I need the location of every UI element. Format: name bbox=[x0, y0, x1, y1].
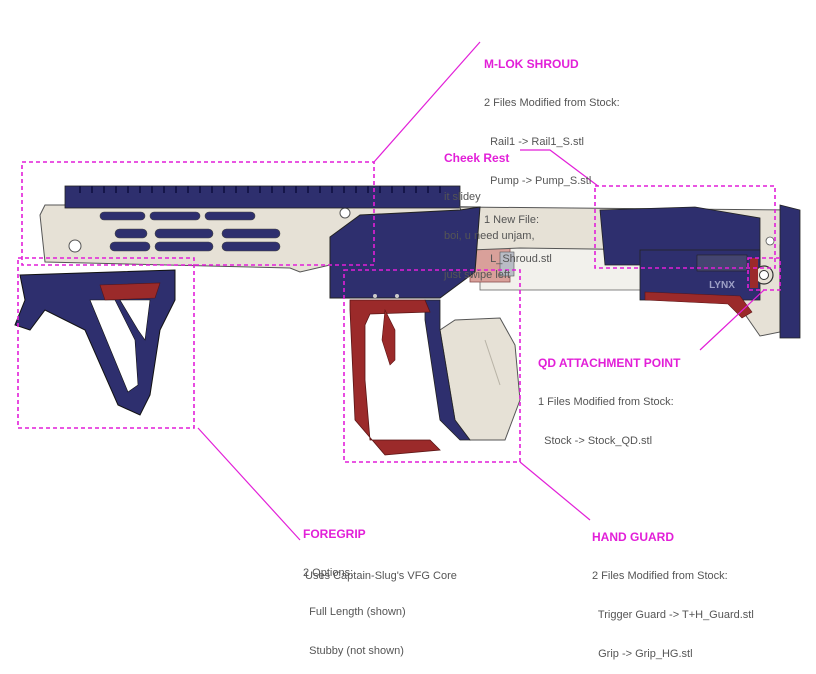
foregrip-leader-line bbox=[197, 427, 301, 541]
cheek-rest: LYNX bbox=[599, 206, 761, 301]
grip bbox=[424, 299, 521, 441]
qd-attachment-title: QD ATTACHMENT POINT bbox=[538, 356, 681, 370]
mlok-line: 2 Files Modified from Stock: bbox=[484, 97, 620, 109]
foregrip-line: 2 Options: bbox=[303, 567, 354, 579]
mlok-leader-line bbox=[373, 41, 481, 163]
receiver-pin bbox=[68, 239, 82, 253]
qd-attachment-note: QD ATTACHMENT POINT 1 Files Modified fro… bbox=[538, 330, 680, 461]
mlok-slots bbox=[99, 211, 281, 252]
mlok-callout-box bbox=[21, 161, 375, 266]
cheek-leader-line bbox=[520, 149, 599, 187]
foregrip-note: FOREGRIP 2 Options: Full Length (shown) … bbox=[303, 501, 406, 671]
trigger-guard bbox=[349, 299, 441, 456]
credit-note: Uses Captain-Slug's VFG Core bbox=[305, 570, 457, 582]
foregrip-callout-box bbox=[17, 257, 195, 429]
qd-point bbox=[754, 265, 774, 285]
foregrip-line: Stubby (not shown) bbox=[303, 645, 404, 657]
mlok-shroud-title: M-LOK SHROUD bbox=[484, 57, 579, 71]
cheek-callout-box bbox=[594, 185, 776, 269]
hand-guard-note: HAND GUARD 2 Files Modified from Stock: … bbox=[592, 504, 754, 674]
cheek-line: just swipe left bbox=[444, 269, 511, 281]
qd-line: 1 Files Modified from Stock: bbox=[538, 396, 674, 408]
top-rail bbox=[64, 185, 461, 209]
buttpad bbox=[779, 204, 801, 339]
mlok-line: Rail1 -> Rail1_S.stl bbox=[484, 136, 584, 148]
hand-guard-title: HAND GUARD bbox=[592, 530, 674, 544]
stock-red-parts bbox=[644, 258, 758, 319]
mlok-line: L_Shroud.stl bbox=[484, 253, 552, 265]
cheek-line: it slidey bbox=[444, 191, 481, 203]
mlok-shroud bbox=[329, 206, 481, 299]
foregrip-line: Full Length (shown) bbox=[303, 606, 406, 618]
handguard-line: Grip -> Grip_HG.stl bbox=[592, 648, 693, 660]
handguard-line: Trigger Guard -> T+H_Guard.stl bbox=[592, 609, 754, 621]
stock-logo: LYNX bbox=[709, 280, 735, 291]
handguard-line: 2 Files Modified from Stock: bbox=[592, 570, 728, 582]
handguard-leader-line bbox=[519, 461, 591, 521]
foregrip-title: FOREGRIP bbox=[303, 527, 366, 541]
mlok-line: 1 New File: bbox=[484, 214, 540, 226]
qd-leader-line bbox=[699, 289, 765, 351]
receiver-pin bbox=[339, 207, 351, 219]
cheek-line: boi, u need unjam, bbox=[444, 230, 535, 242]
cheek-rest-note: Cheek Rest it slidey boi, u need unjam, … bbox=[444, 125, 535, 295]
foregrip bbox=[14, 269, 176, 416]
handguard-callout-box bbox=[343, 269, 521, 463]
blaster-illustration: LYNX bbox=[14, 41, 801, 541]
cheek-rest-title: Cheek Rest bbox=[444, 151, 510, 165]
qd-line: Stock -> Stock_QD.stl bbox=[538, 435, 653, 447]
mlok-line: Pump -> Pump_S.stl bbox=[484, 175, 592, 187]
mlok-shroud-note: M-LOK SHROUD 2 Files Modified from Stock… bbox=[484, 31, 620, 279]
